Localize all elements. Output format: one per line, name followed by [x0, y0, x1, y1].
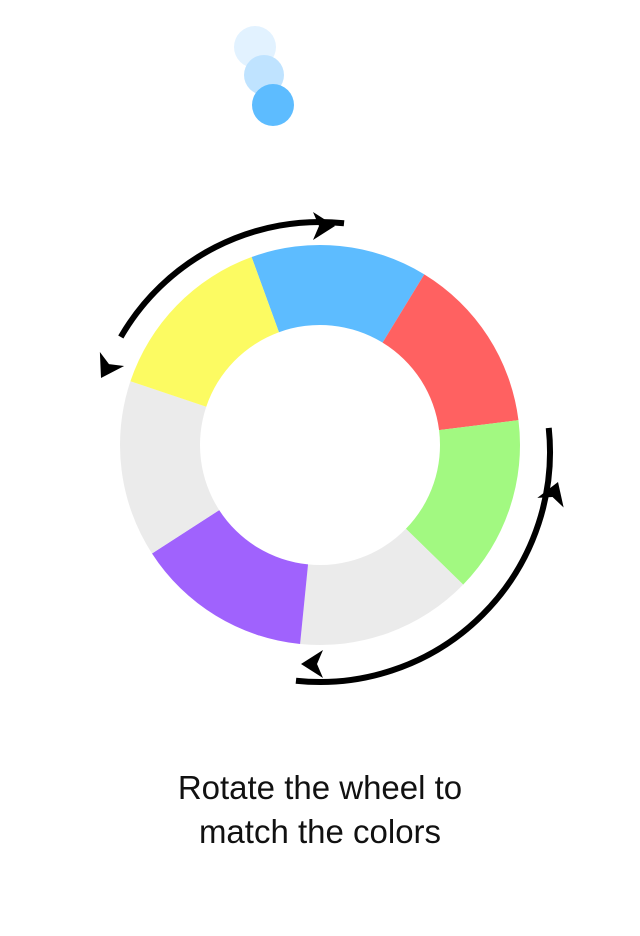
rotate-arrow-bottom-arc	[295, 427, 553, 685]
arrow-head-left-bottom	[301, 650, 323, 678]
rotate-arrow-top-arc	[118, 219, 345, 339]
rotate-arrows	[99, 212, 564, 685]
instruction-line-2: match the colors	[198, 813, 442, 850]
wheel-segment[interactable]	[300, 528, 464, 645]
wheel-segment[interactable]	[130, 257, 279, 407]
wheel-segment[interactable]	[119, 381, 220, 554]
wheel-segment[interactable]	[405, 420, 520, 585]
arrow-head-right	[313, 212, 335, 240]
wheel-segment[interactable]	[382, 274, 519, 431]
falling-ball	[252, 84, 294, 126]
arrow-head-up	[537, 482, 564, 508]
color-wheel[interactable]	[119, 244, 520, 645]
wheel-segment[interactable]	[151, 510, 309, 645]
instruction-line-1: Rotate the wheel to	[177, 769, 463, 806]
arrow-head-left	[99, 351, 125, 378]
wheel-segment[interactable]	[251, 244, 425, 343]
instruction-text: Rotate the wheel to match the colors	[0, 766, 640, 854]
